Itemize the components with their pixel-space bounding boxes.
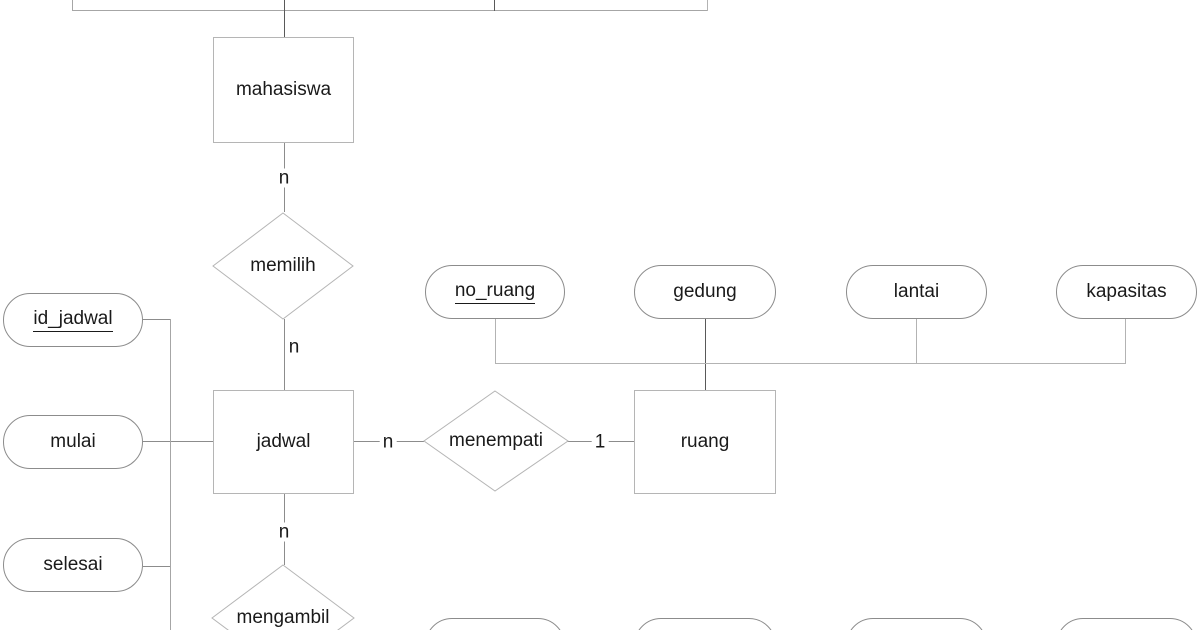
entity-label: mahasiswa xyxy=(235,79,332,100)
connector-line xyxy=(495,363,1126,364)
attribute-label: selesai xyxy=(43,554,103,575)
connector-line xyxy=(170,319,171,630)
connector-line xyxy=(284,319,285,390)
cardinality-label: n xyxy=(285,337,303,357)
attribute-lantai: lantai xyxy=(846,265,987,319)
attribute-partial xyxy=(846,618,987,630)
connector-line xyxy=(284,0,285,37)
connector-line xyxy=(1125,319,1126,363)
entity-mahasiswa: mahasiswa xyxy=(213,37,354,143)
cardinality-label: n xyxy=(379,432,397,452)
attribute-partial xyxy=(634,618,776,630)
relationship-label: menempati xyxy=(449,430,543,451)
attribute-no-ruang: no_ruang xyxy=(425,265,565,319)
cardinality-label: 1 xyxy=(591,432,609,452)
relationship-label: mengambil xyxy=(236,607,330,628)
cardinality-label: n xyxy=(275,522,293,542)
connector-line xyxy=(707,0,708,11)
connector-line xyxy=(72,0,73,11)
relationship-label: memilih xyxy=(250,255,316,276)
attribute-id-jadwal: id_jadwal xyxy=(3,293,143,347)
attribute-label: no_ruang xyxy=(454,280,536,304)
connector-line xyxy=(143,319,171,320)
connector-line xyxy=(495,319,496,363)
connector-line xyxy=(143,441,213,442)
connector-line xyxy=(705,319,706,390)
relationship-memilih: memilih xyxy=(212,212,354,320)
attribute-label: id_jadwal xyxy=(33,308,113,332)
cardinality-label: n xyxy=(275,168,293,188)
attribute-label: gedung xyxy=(673,281,737,302)
connector-line xyxy=(143,566,171,567)
attribute-selesai: selesai xyxy=(3,538,143,592)
diamond-shape xyxy=(212,212,354,320)
attribute-label: mulai xyxy=(50,431,96,452)
diamond-shape xyxy=(423,390,569,492)
entity-label: jadwal xyxy=(256,431,311,452)
attribute-partial xyxy=(425,618,565,630)
attribute-mulai: mulai xyxy=(3,415,143,469)
entity-ruang: ruang xyxy=(634,390,776,494)
connector-line xyxy=(916,319,917,363)
attribute-partial xyxy=(1056,618,1197,630)
attribute-label: kapasitas xyxy=(1086,281,1167,302)
entity-jadwal: jadwal xyxy=(213,390,354,494)
attribute-label: lantai xyxy=(893,281,940,302)
entity-label: ruang xyxy=(680,431,730,452)
relationship-menempati: menempati xyxy=(423,390,569,492)
attribute-gedung: gedung xyxy=(634,265,776,319)
relationship-mengambil: mengambil xyxy=(211,563,355,630)
connector-line xyxy=(72,10,708,11)
connector-line xyxy=(494,0,495,11)
attribute-kapasitas: kapasitas xyxy=(1056,265,1197,319)
diamond-shape xyxy=(211,564,355,630)
